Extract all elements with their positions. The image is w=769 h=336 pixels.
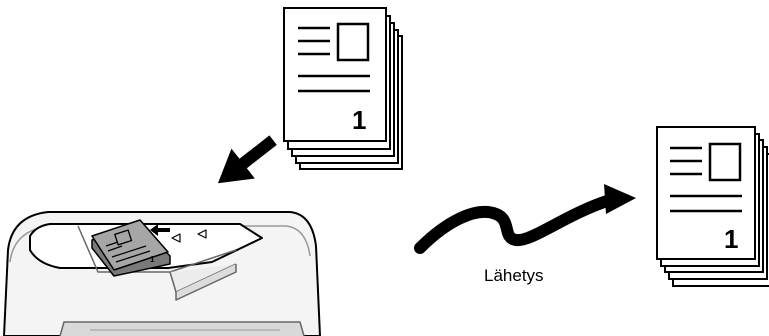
- received-page-number: 1: [724, 224, 738, 254]
- transmission-arrow-icon: [420, 184, 636, 248]
- feed-arrow-icon: [206, 125, 285, 198]
- fax-machine: 1: [4, 212, 320, 336]
- original-document-stack: 1: [284, 8, 402, 169]
- received-document-stack: 1: [657, 127, 769, 286]
- original-page-number: 1: [352, 105, 366, 135]
- loaded-document-number: 1: [150, 255, 155, 264]
- transmission-label: Lähetys: [484, 266, 544, 285]
